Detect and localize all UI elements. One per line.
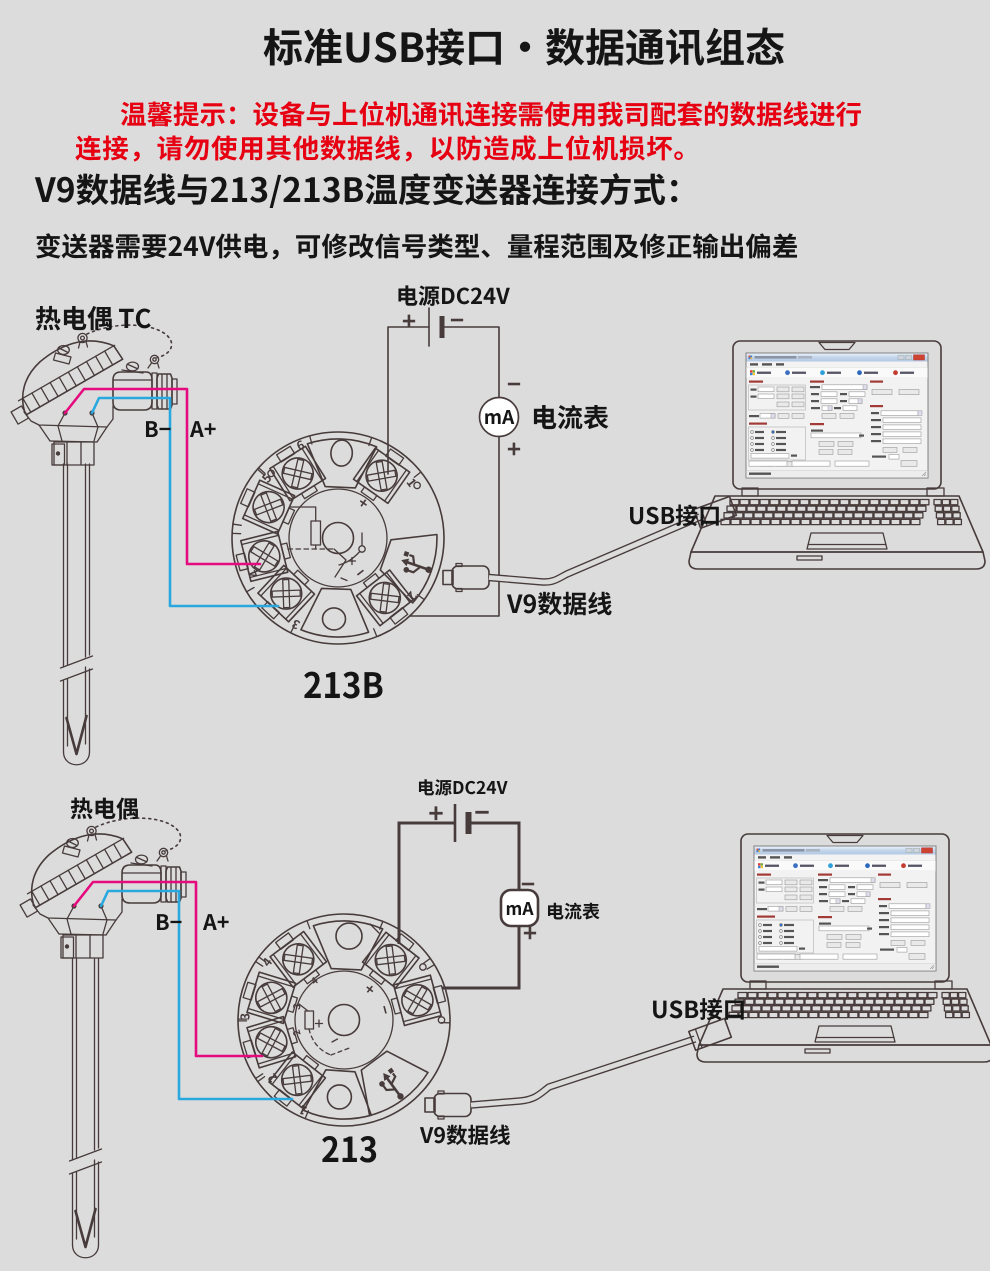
bottom-cutout [302,1069,373,1120]
wire-pink-213b [63,387,262,566]
thermocouple-probe [68,958,103,1259]
internal-schematic [298,923,380,1056]
notice-line-2 [75,135,683,162]
d2-meter-plus [523,926,537,940]
wire-blue-213b [90,396,280,608]
d2-inner-terminal-number-3 [293,1003,301,1010]
wire-pink-213 [72,880,264,1058]
d2-cable-label [419,1124,511,1146]
puck-center-hole [327,1003,361,1037]
d2-terminal-minus [383,1005,387,1014]
round-hole [326,1084,353,1110]
d1-terminal-number-2 [406,590,417,600]
d1-meter-unit [485,409,515,424]
d2-inner-terminal-number-2 [293,1029,301,1036]
d1-model [304,671,383,699]
usb-cutout [379,533,438,604]
internal-schematic [287,506,366,582]
d1-sensor-label [35,305,151,331]
d1-meter-minus [507,382,521,386]
d1-wire-pos-label [189,421,216,437]
sensor-wires [63,387,294,1101]
d2-power-plus [429,806,443,821]
terminal-block [235,530,292,583]
power-supply [397,804,521,990]
terminal-block [242,971,299,1025]
d2-terminal-number-4 [263,957,273,967]
d2-power-minus [475,810,489,814]
terminal-block [268,1051,327,1109]
usb-icon [401,551,432,574]
power-supply [387,307,500,617]
text-layer [34,27,861,1163]
d1-terminal-number-5 [261,473,271,483]
d1-terminal-number-4 [249,569,258,577]
d1-meter-plus [507,442,521,456]
thermocouple-probe [59,463,94,766]
d1-terminal-plus [359,499,368,507]
d1-power-plus [402,314,416,328]
d1-power-minus [450,318,464,322]
bottom-cutout [300,587,370,638]
section-note [36,233,798,260]
notice-line-1 [120,101,861,127]
terminal-block [361,931,420,989]
terminal-block [390,974,447,1027]
index-dot [419,963,427,971]
top-cutout [306,438,378,489]
d1-cable-label [506,591,612,616]
section-heading [34,173,678,209]
d2-meter-unit [506,902,534,915]
index-dot [437,1016,446,1024]
index-dot [267,469,275,478]
index-dot [413,481,421,490]
usb-icon [379,1067,404,1100]
terminal-block [269,930,328,988]
d1-terminal-number-1 [406,478,416,488]
top-cutout [312,920,384,971]
d2-inner-terminal-number-4 [312,976,318,984]
terminal-block [355,569,414,627]
d2-power-label [418,779,508,796]
terminal-block [240,479,296,535]
d1-terminal-minus [356,569,364,576]
d1-usb-port-label [630,504,719,527]
page-title [263,27,785,66]
oval-hole [330,439,354,467]
terminal-block [352,447,411,505]
round-hole [335,922,363,950]
d1-terminal-number-6 [297,440,305,450]
usb-cutout [360,1050,429,1117]
wire-blue-213 [99,889,294,1101]
d1-power-label [398,285,510,306]
d2-terminal-number-2 [268,1072,278,1083]
d2-terminal-number-1 [299,1105,308,1115]
diagram-213b [0,307,986,766]
transmitter-puck-213b [231,431,445,645]
d2-terminal-number-3 [240,1013,250,1020]
d1-meter-label [533,404,609,430]
d2-terminal-plus [366,985,374,993]
puck-outline [237,913,451,1127]
d2-model [322,1136,377,1163]
d2-meter-label [548,902,600,920]
diagram-213 [3,804,990,1259]
d2-wire-pos-label [202,914,229,930]
d2-usb-port-label [653,998,744,1021]
oval-hole [321,607,347,631]
d2-meter-minus [521,882,535,886]
d2-wire-neg-label [156,914,182,930]
terminal-block [269,445,327,502]
d1-wire-neg-label [145,421,171,437]
d2-sensor-label [70,797,138,820]
laptop-usb-connector [687,1017,733,1052]
puck-outline [231,431,445,645]
d1-terminal-number-3 [292,619,301,630]
